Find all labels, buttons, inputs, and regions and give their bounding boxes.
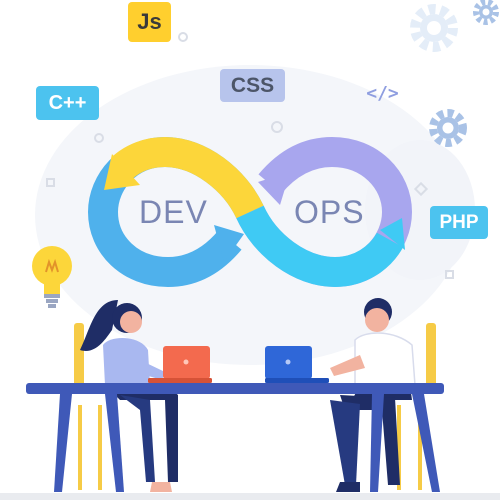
code-tag-label: </>: [366, 82, 399, 104]
loop-arrow-icon: [380, 218, 405, 250]
loop-arrow-icon: [104, 154, 140, 190]
laptop-icon: [148, 346, 212, 383]
js-badge: Js: [128, 2, 171, 42]
ops-label: OPS: [294, 194, 365, 230]
ring-deco-icon: [178, 32, 188, 42]
chair-left: [74, 323, 102, 490]
php-badge: PHP: [430, 206, 488, 239]
woman-figure: [80, 300, 178, 492]
cpp-badge-label: C++: [48, 91, 87, 114]
loop-arrow-icon: [258, 172, 290, 205]
code-tag-icon: </>: [360, 80, 405, 106]
ring-deco-icon: [271, 121, 283, 133]
gear-icon: [429, 109, 467, 147]
js-badge-label: Js: [137, 9, 162, 34]
ring-deco-icon: [94, 133, 104, 143]
gear-icon: [473, 0, 499, 25]
chair-right: [397, 323, 436, 490]
diamond-deco-icon: [413, 181, 429, 197]
dev-label: DEV: [139, 194, 208, 230]
css-badge: CSS: [220, 69, 285, 102]
laptop-icon: [265, 346, 329, 383]
gear-icon: [410, 4, 458, 52]
loop-arrow-icon: [214, 225, 244, 262]
css-badge-label: CSS: [230, 73, 275, 97]
php-badge-label: PHP: [439, 211, 479, 233]
infinity-loop: [87, 136, 413, 288]
lightbulb-icon: [32, 246, 72, 308]
floor-strip: [0, 493, 500, 500]
man-figure: [330, 298, 416, 492]
square-deco-icon: [46, 178, 55, 187]
cpp-badge: C++: [36, 86, 99, 120]
square-deco-icon: [445, 270, 454, 279]
desk: [26, 383, 444, 492]
